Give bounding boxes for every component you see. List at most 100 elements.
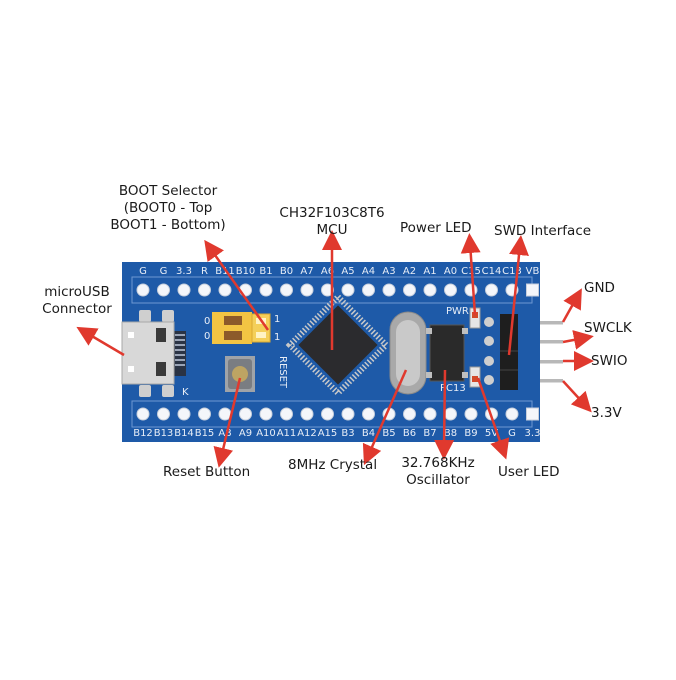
crystal-8mhz	[389, 311, 427, 395]
pin-label: 5V	[485, 428, 498, 439]
pin-label: A0	[444, 266, 457, 277]
label-8mhz-crystal: 8MHz Crystal	[288, 457, 378, 473]
pin-label: B8	[444, 428, 457, 439]
bottom-header-holes	[136, 407, 539, 421]
pin-label: A15	[318, 428, 338, 439]
pin-label: B12	[133, 428, 153, 439]
label-usb-line1: microUSB	[44, 284, 110, 300]
arrow-boot	[204, 239, 270, 331]
label-swio: SWIO	[591, 353, 628, 369]
header-hole	[300, 283, 314, 297]
arrow-reset	[213, 377, 242, 468]
silk-k: K	[182, 387, 189, 398]
header-hole	[218, 283, 232, 297]
header-hole	[280, 407, 293, 421]
label-oscillator: 32.768KHz Oscillator	[393, 455, 483, 489]
label-swd-interface: SWD Interface	[494, 223, 592, 239]
pin-label: VB	[526, 266, 540, 277]
pin-label: B0	[280, 266, 293, 277]
header-hole	[526, 407, 539, 421]
header-hole	[157, 407, 170, 421]
pin-label: G	[508, 428, 516, 439]
header-hole	[157, 283, 170, 297]
pin-label: A7	[300, 266, 313, 277]
header-hole	[403, 283, 416, 297]
microusb-connector	[121, 321, 175, 385]
header-hole	[403, 407, 416, 421]
annotation-arrows	[76, 230, 594, 468]
arrow-swd	[507, 235, 529, 356]
label-power-led: Power LED	[400, 220, 472, 236]
pin-label: C13	[502, 266, 522, 277]
pin-label: B6	[403, 428, 416, 439]
label-gnd: GND	[584, 280, 615, 296]
label-boot-line3: BOOT1 - Bottom)	[110, 217, 226, 233]
header-hole	[198, 283, 211, 297]
arrow-swclk	[562, 330, 594, 350]
header-hole	[485, 283, 498, 297]
jumper-mark-0b: 0	[204, 331, 210, 342]
pin-label: A10	[256, 428, 276, 439]
pin-label: B9	[464, 428, 477, 439]
label-swclk: SWCLK	[584, 320, 632, 336]
header-hole	[526, 283, 539, 297]
header-hole	[136, 283, 150, 297]
header-hole	[464, 283, 478, 297]
header-hole	[444, 407, 457, 421]
header-hole	[321, 407, 334, 421]
pin-label: B7	[423, 428, 436, 439]
pin-label: A6	[321, 266, 334, 277]
label-usb-line2: Connector	[42, 301, 112, 317]
header-hole	[280, 283, 293, 297]
pin-label: 3.3	[176, 266, 192, 277]
header-hole	[177, 283, 191, 297]
arrow-usb	[76, 326, 125, 357]
header-hole	[259, 407, 273, 421]
header-hole	[259, 283, 273, 297]
pin-label: A9	[239, 428, 252, 439]
label-boot-line1: BOOT Selector	[118, 183, 218, 199]
pin-label: B14	[174, 428, 194, 439]
pin-label: A12	[297, 428, 317, 439]
pin-label: G	[139, 266, 147, 277]
pin-label: A4	[362, 266, 375, 277]
pin-label: R	[201, 266, 208, 277]
top-header-holes	[136, 283, 539, 297]
arrow-user-led	[476, 377, 510, 460]
pin-label: 3.3	[525, 428, 541, 439]
label-user-led: User LED	[498, 464, 560, 480]
header-hole	[423, 283, 437, 297]
pin-label: B11	[215, 266, 235, 277]
header-hole	[321, 283, 334, 297]
usb-pads	[139, 310, 186, 397]
arrow-oscillator	[434, 369, 455, 460]
pin-label: A8	[218, 428, 231, 439]
pin-label: C14	[482, 266, 502, 277]
jumper-mark-1a: 1	[274, 314, 280, 325]
pin-label: A3	[382, 266, 395, 277]
header-hole	[198, 407, 211, 421]
header-hole	[177, 407, 191, 421]
pin-label: B13	[154, 428, 174, 439]
label-mcu: CH32F103C8T6 MCU	[262, 205, 402, 239]
label-osc-line1: 32.768KHz	[401, 455, 475, 471]
pin-label: B4	[362, 428, 375, 439]
pin-label: G	[160, 266, 168, 277]
header-hole	[341, 283, 355, 297]
jumper-mark-1b: 1	[274, 332, 280, 343]
pin-label: B1	[259, 266, 272, 277]
header-hole	[464, 407, 478, 421]
arrow-33v	[562, 380, 592, 413]
label-3v3: 3.3V	[591, 405, 622, 421]
pin-label: B5	[382, 428, 395, 439]
pin-label: B10	[236, 266, 256, 277]
header-hole	[382, 283, 396, 297]
header-hole	[300, 407, 314, 421]
header-hole	[239, 407, 252, 421]
jumper-mark-0a: 0	[204, 316, 210, 327]
label-osc-line2: Oscillator	[406, 472, 470, 488]
pin-label: A5	[341, 266, 354, 277]
user-led	[469, 366, 481, 388]
